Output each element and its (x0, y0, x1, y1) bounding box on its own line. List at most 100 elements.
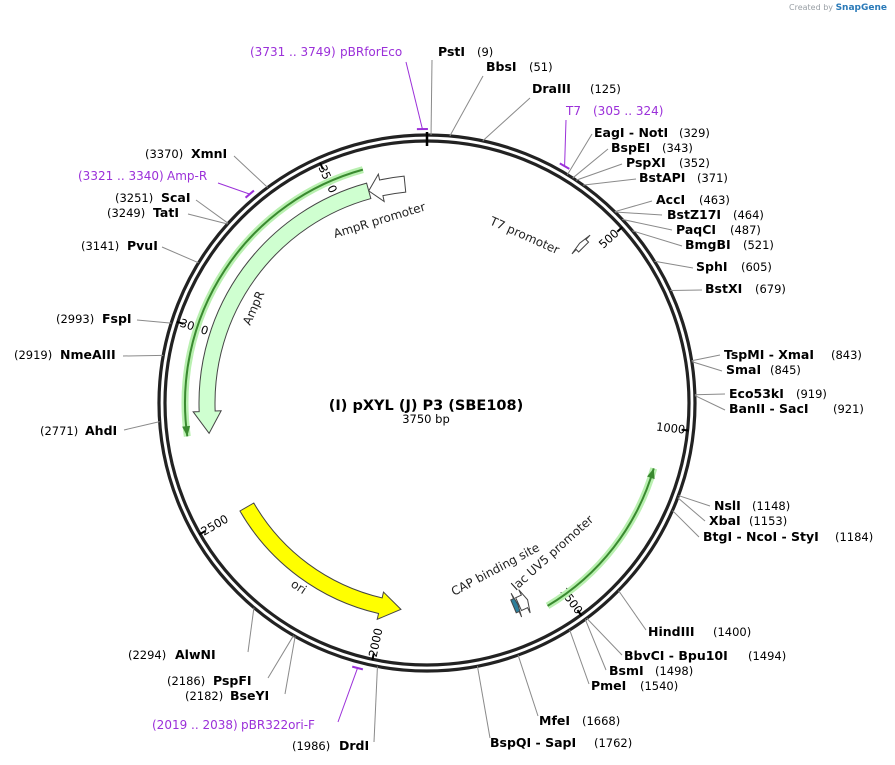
leader-line-tspmi (691, 354, 721, 362)
enzyme-label-fspi[interactable]: (2993) FspI (56, 311, 132, 326)
leader-line-bseyi (284, 636, 296, 695)
enzyme-name: PstI (438, 44, 465, 59)
enzyme-position: (371) (697, 171, 728, 185)
leader-line-banii (694, 395, 726, 411)
enzyme-name: PmeI (591, 678, 626, 693)
enzyme-label-pspfi[interactable]: (2186) PspFI (167, 673, 252, 688)
enzyme-label-acci[interactable]: AccI (463) (656, 192, 730, 207)
leader-line-smai (691, 361, 723, 372)
enzyme-label-banii-saci[interactable]: BanII - SacI (921) (729, 401, 864, 416)
primer-leader-t7 (564, 119, 567, 167)
enzyme-label-bstxi[interactable]: BstXI (679) (705, 281, 786, 296)
feature-arrow-ampr (192, 182, 372, 435)
enzyme-label-bspqi-sapi[interactable]: BspQI - SapI (1762) (490, 735, 632, 750)
enzyme-name: BbsI (486, 59, 517, 74)
enzyme-label-xmni[interactable]: (3370) XmnI (145, 146, 227, 161)
site-leader-lines (122, 59, 726, 743)
primer-label-pbrforeco[interactable]: (3731 .. 3749) pBRforEco (250, 45, 402, 59)
enzyme-label-psti[interactable]: PstI (9) (438, 44, 493, 59)
map-title: (I) pXYL (J) P3 (SBE108) (329, 398, 523, 414)
enzyme-label-bbvci-bpu10i[interactable]: BbvCI - Bpu10I (1494) (624, 648, 786, 663)
enzyme-name: Eco53kI (729, 386, 784, 401)
enzyme-position: (679) (755, 282, 786, 296)
enzyme-name: PspFI (213, 673, 252, 688)
enzyme-label-ahdi[interactable]: (2771) AhdI (40, 423, 117, 438)
feature-arrow-ampr-outer (184, 168, 364, 437)
enzyme-label-tati[interactable]: (3249) TatI (107, 205, 179, 220)
feature-arrow-cap-binding-site (510, 592, 523, 618)
enzyme-label-btgi-ncoi-styi[interactable]: BtgI - NcoI - StyI (1184) (703, 529, 873, 544)
watermark-brand: SnapGene (835, 3, 887, 13)
enzyme-position: (51) (529, 60, 553, 74)
primer-name: T7 (565, 104, 581, 118)
enzyme-name: TatI (153, 205, 179, 220)
leader-line-bstapi (583, 178, 637, 186)
enzyme-position: (1762) (594, 736, 632, 750)
enzyme-name: XbaI (709, 513, 741, 528)
feature-arrow-lac-region-head (647, 468, 655, 480)
enzyme-label-hindiii[interactable]: HindIII (1400) (648, 624, 751, 639)
primer-leader-pbrforeco (405, 61, 423, 130)
enzyme-label-paqci[interactable]: PaqCI (487) (676, 222, 761, 237)
primer-name: Amp-R (167, 169, 207, 183)
enzyme-position: (2771) (40, 424, 78, 438)
enzyme-name: BanII - SacI (729, 401, 809, 416)
enzyme-label-mfei[interactable]: MfeI (1668) (539, 713, 620, 728)
enzyme-name: BtgI - NcoI - StyI (703, 529, 819, 544)
enzyme-name: BspEI (611, 140, 650, 155)
enzyme-position: (3141) (81, 239, 119, 253)
enzyme-label-bstz17i[interactable]: BstZ17I (464) (667, 207, 764, 222)
enzyme-label-pspxi[interactable]: PspXI (352) (626, 155, 710, 170)
leader-line-tati (187, 213, 228, 225)
enzyme-label-eco53ki[interactable]: Eco53kI (919) (729, 386, 827, 401)
enzyme-position: (1153) (749, 514, 787, 528)
enzyme-label-nmeaiii[interactable]: (2919) NmeAIII (14, 347, 116, 362)
primer-label-pbr322ori-f[interactable]: (2019 .. 2038) pBR322ori-F (152, 718, 315, 732)
enzyme-position: (2182) (185, 689, 223, 703)
enzyme-label-nsli[interactable]: NslI (1148) (714, 498, 790, 513)
enzyme-label-pmei[interactable]: PmeI (1540) (591, 678, 678, 693)
enzyme-label-xbai[interactable]: XbaI (1153) (709, 513, 787, 528)
enzyme-position: (2993) (56, 312, 94, 326)
tick-mark-1000 (681, 428, 689, 432)
tick-mark-3500 (319, 162, 324, 170)
enzyme-label-sphi[interactable]: SphI (605) (696, 259, 772, 274)
enzyme-label-pvui[interactable]: (3141) PvuI (81, 238, 158, 253)
leader-line-eagi (566, 133, 593, 175)
enzyme-label-bspei[interactable]: BspEI (343) (611, 140, 693, 155)
enzyme-name: PaqCI (676, 222, 716, 237)
enzyme-label-alwni[interactable]: (2294) AlwNI (128, 647, 216, 662)
enzyme-label-tspmi-xmai[interactable]: TspMI - XmaI (843) (724, 347, 862, 362)
leader-line-scai (195, 199, 229, 224)
leader-line-draiii (482, 97, 531, 142)
primer-leader-amp-r (217, 182, 250, 195)
enzyme-name: BsmI (609, 663, 644, 678)
feature-arrow-ori (239, 502, 402, 621)
enzyme-label-eagi-noti[interactable]: EagI - NotI (329) (594, 125, 710, 140)
enzyme-label-bmgbi[interactable]: BmgBI (521) (685, 237, 774, 252)
leader-line-fspi (136, 319, 172, 324)
enzyme-label-draiii[interactable]: DraIII (125) (532, 81, 621, 96)
enzyme-label-bseyi[interactable]: (2182) BseYI (185, 688, 269, 703)
enzyme-label-bstapi[interactable]: BstAPI (371) (639, 170, 728, 185)
enzyme-position: (1494) (748, 649, 786, 663)
enzyme-label-drdi[interactable]: (1986) DrdI (292, 738, 369, 753)
enzyme-name: TspMI - XmaI (724, 347, 814, 362)
primer-marker-t7 (559, 162, 570, 170)
enzyme-position: (1498) (655, 664, 693, 678)
enzyme-label-scai[interactable]: (3251) ScaI (115, 190, 191, 205)
enzyme-name: BseYI (230, 688, 269, 703)
tick-mark-3000 (176, 320, 184, 325)
enzyme-name: BstXI (705, 281, 742, 296)
enzyme-label-smai[interactable]: SmaI (845) (726, 362, 801, 377)
enzyme-label-bsmi[interactable]: BsmI (1498) (609, 663, 693, 678)
primer-label-amp-r[interactable]: (3321 .. 3340) Amp-R (78, 169, 207, 183)
tick-mark-500 (616, 226, 624, 233)
enzyme-position: (1400) (713, 625, 751, 639)
enzyme-name: SphI (696, 259, 728, 274)
enzyme-position: (329) (679, 126, 710, 140)
enzyme-label-bbsi[interactable]: BbsI (51) (486, 59, 553, 74)
primer-label-t7[interactable]: T7 (305 .. 324) (565, 104, 663, 118)
enzyme-position: (2186) (167, 674, 205, 688)
